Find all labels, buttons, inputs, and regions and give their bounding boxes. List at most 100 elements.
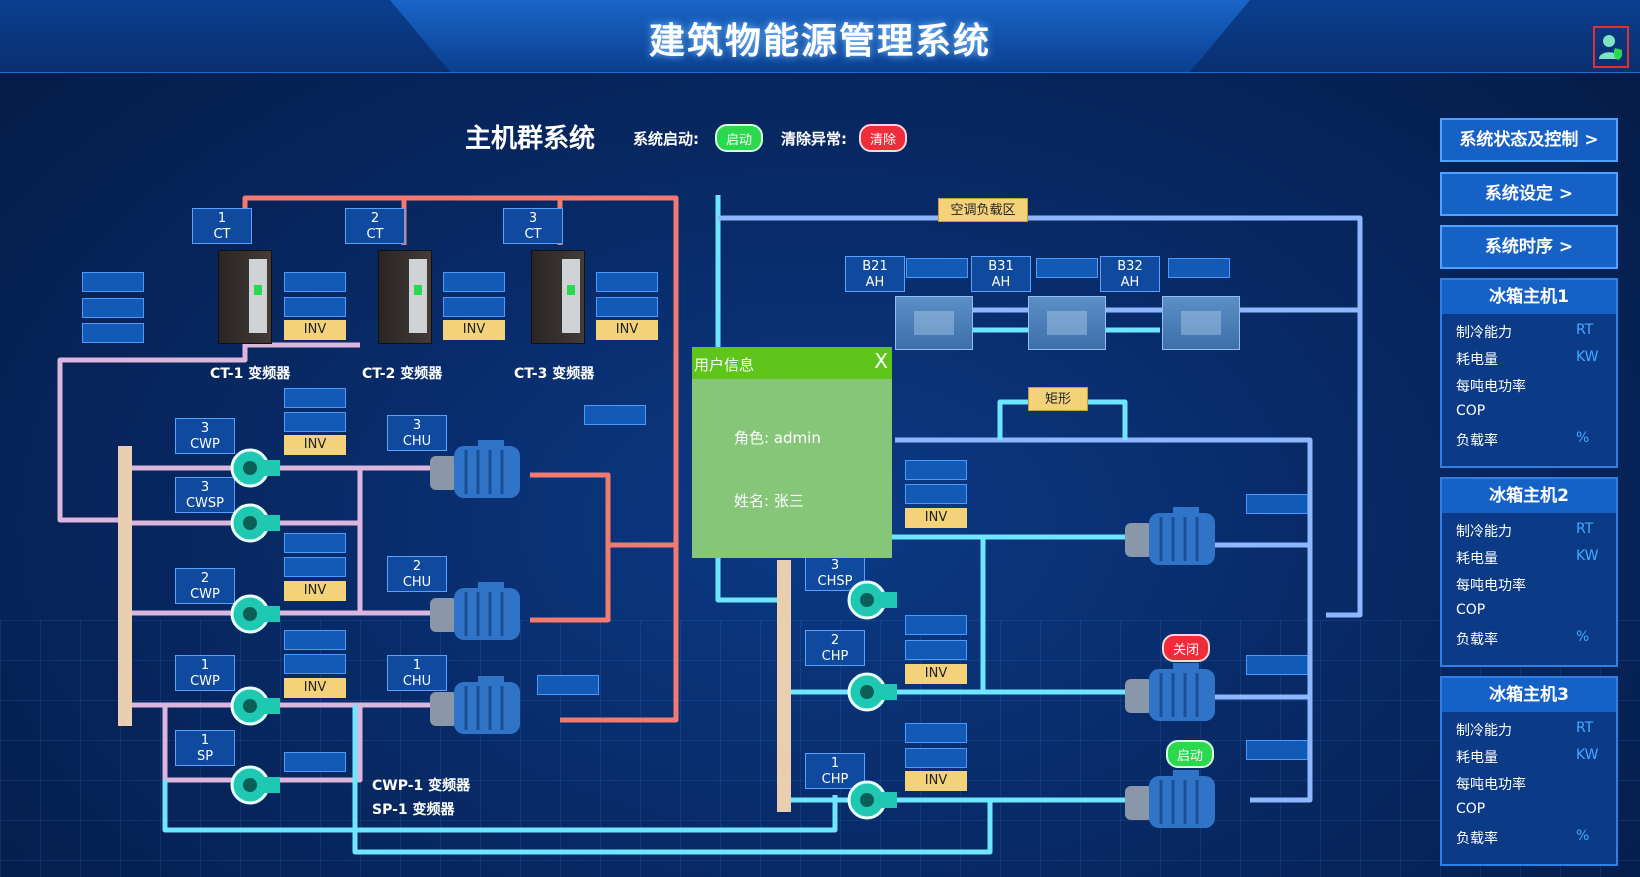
panel-title: 冰箱主机3	[1442, 678, 1616, 712]
header-center	[390, 0, 1250, 72]
rect-label: 矩形	[1028, 387, 1088, 411]
value-field	[284, 272, 346, 292]
panel-row: COP	[1456, 602, 1486, 618]
ct-2-inv[interactable]: INV	[443, 320, 505, 340]
value-field	[284, 557, 346, 577]
ct-2-vfd-label: CT-2 变频器	[362, 366, 443, 382]
panel-row: COP	[1456, 801, 1486, 817]
popup-title: 用户信息	[694, 356, 755, 374]
clear-fault-button[interactable]: 清除	[859, 124, 907, 152]
chp-1-inv[interactable]: INV	[905, 771, 967, 791]
ct-1-inv[interactable]: INV	[284, 320, 346, 340]
value-field	[1036, 258, 1098, 278]
cwp-3-inv[interactable]: INV	[284, 435, 346, 455]
value-field	[284, 412, 346, 432]
panel-row: 每吨电功率	[1456, 777, 1526, 793]
pump-icon[interactable]	[228, 503, 280, 543]
value-field	[905, 615, 967, 635]
user-info-popup: 用户信息 X 角色: admin 姓名: 张三	[692, 347, 892, 558]
system-title: 主机群系统	[465, 124, 596, 154]
ct-1-vfd-label: CT-1 变频器	[210, 366, 291, 382]
cwp-1-inv[interactable]: INV	[284, 678, 346, 698]
panel-row: 负载率%	[1456, 828, 1590, 847]
pump-icon[interactable]	[845, 780, 897, 820]
ct-1-vfd[interactable]	[218, 250, 272, 344]
chiller-motor-icon[interactable]	[430, 676, 530, 738]
chiller-2-close-button[interactable]: 关闭	[1162, 634, 1210, 662]
value-field	[443, 297, 505, 317]
ct-2-vfd[interactable]	[378, 250, 432, 344]
ahu-unit[interactable]	[1162, 296, 1240, 350]
close-icon[interactable]: X	[874, 349, 888, 373]
value-field	[284, 533, 346, 553]
panel-title: 冰箱主机2	[1442, 479, 1616, 513]
value-field	[284, 654, 346, 674]
pump-icon[interactable]	[845, 672, 897, 712]
value-field	[443, 272, 505, 292]
panel-row: 负载率%	[1456, 430, 1590, 449]
sp-vfd-label: SP-1 变频器	[372, 802, 455, 818]
value-field	[596, 297, 658, 317]
role-label: 角色:	[734, 429, 770, 447]
value-field	[82, 272, 144, 292]
pump-icon[interactable]	[228, 594, 280, 634]
user-button[interactable]	[1593, 26, 1629, 68]
value-field	[905, 484, 967, 504]
pump-icon[interactable]	[228, 686, 280, 726]
cwp-2-inv[interactable]: INV	[284, 581, 346, 601]
sequence-button[interactable]: 系统时序 >	[1440, 225, 1618, 269]
chiller-motor-icon[interactable]	[1125, 507, 1225, 569]
pump-icon[interactable]	[228, 765, 280, 805]
pump-icon[interactable]	[228, 448, 280, 488]
panel-row: COP	[1456, 403, 1486, 419]
ct-3-vfd[interactable]	[531, 250, 585, 344]
chiller-motor-icon[interactable]	[430, 582, 530, 644]
panel-row: 负载率%	[1456, 629, 1590, 648]
ahu-unit[interactable]	[895, 296, 973, 350]
chiller-motor-icon[interactable]	[1125, 663, 1225, 725]
chiller-motor-icon[interactable]	[430, 440, 530, 502]
settings-button[interactable]: 系统设定 >	[1440, 172, 1618, 216]
value-field	[1246, 655, 1308, 675]
system-start-button[interactable]: 启动	[715, 124, 763, 152]
status-control-button[interactable]: 系统状态及控制 >	[1440, 118, 1618, 162]
value-field	[82, 323, 144, 343]
panel-row: 每吨电功率	[1456, 379, 1526, 395]
ct-3-inv[interactable]: INV	[596, 320, 658, 340]
value-field	[1246, 740, 1308, 760]
pump-icon[interactable]	[845, 580, 897, 620]
value-field	[284, 297, 346, 317]
chp-2-inv[interactable]: INV	[905, 664, 967, 684]
chiller-3-start-button[interactable]: 启动	[1166, 740, 1214, 768]
chiller-motor-icon[interactable]	[1125, 770, 1225, 832]
ahu-unit[interactable]	[1028, 296, 1106, 350]
value-field	[905, 460, 967, 480]
name-value: 张三	[773, 492, 804, 510]
value-field	[905, 640, 967, 660]
chsp-3-inv[interactable]: INV	[905, 508, 967, 528]
page-title: 建筑物能源管理系统	[648, 21, 991, 62]
role-value: admin	[773, 429, 821, 447]
